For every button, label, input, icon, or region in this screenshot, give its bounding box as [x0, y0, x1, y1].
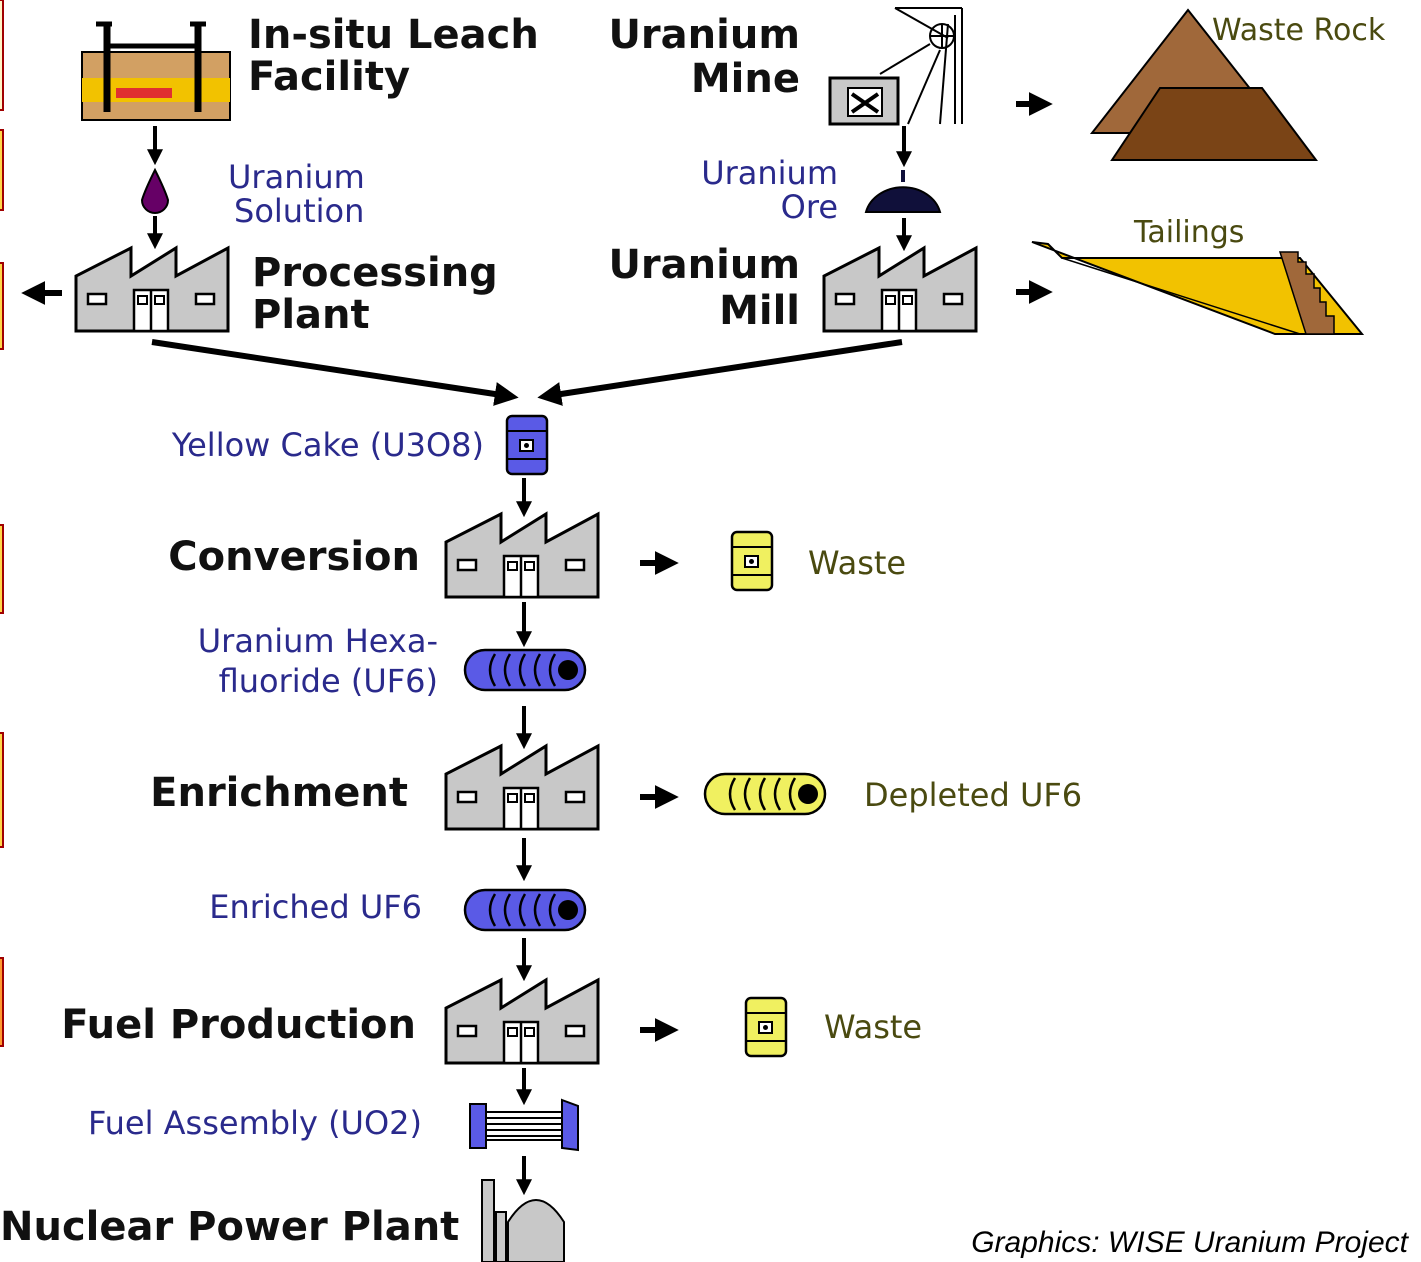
- product-ore-1: Uranium: [701, 154, 838, 192]
- fuel-production-plant-icon: [444, 978, 600, 1065]
- stage-label-mine-2: Mine: [691, 56, 800, 102]
- stage-label-fuel-production: Fuel Production: [61, 1002, 416, 1048]
- conversion-waste-label: Waste: [808, 544, 906, 582]
- product-uf6-1: Uranium Hexa-: [198, 622, 438, 660]
- left-edge-boxes: [0, 0, 4, 1047]
- graphics-credit: Graphics: WISE Uranium Project: [971, 1226, 1409, 1259]
- insitu-leach-icon: [81, 21, 231, 121]
- arrow-plant-to-yellowcake: [151, 339, 519, 406]
- fuel-waste-label: Waste: [824, 1008, 922, 1046]
- conversion-plant-icon: [444, 512, 600, 599]
- product-solution-1: Uranium: [228, 158, 365, 196]
- mine-headframe-icon: [828, 7, 963, 126]
- product-fuel-assembly: Fuel Assembly (UO2): [88, 1104, 422, 1142]
- yellow-cake-barrel-icon: [505, 414, 549, 476]
- processing-plant-icon: [74, 246, 230, 333]
- product-enriched-uf6: Enriched UF6: [209, 888, 422, 926]
- stage-label-enrichment: Enrichment: [150, 770, 408, 816]
- nuclear-power-plant-icon: [481, 1179, 565, 1262]
- uf6-cylinder-icon: [463, 648, 587, 692]
- depleted-uf6-label: Depleted UF6: [864, 776, 1082, 814]
- waste-rock-pile: [1089, 8, 1318, 161]
- stage-label-insitu-1: In-situ Leach: [248, 12, 539, 58]
- product-solution-2: Solution: [234, 192, 364, 230]
- tailings-pond: [1031, 241, 1365, 335]
- stage-label-mill-1: Uranium: [608, 242, 800, 288]
- fuel-waste-barrel-icon: [744, 996, 788, 1058]
- enriched-uf6-cylinder-icon: [463, 888, 587, 932]
- product-uf6-2: fluoride (UF6): [219, 662, 438, 700]
- stage-label-mine-1: Uranium: [608, 12, 800, 58]
- stage-label-npp: Nuclear Power Plant: [0, 1204, 459, 1250]
- uranium-ore-pile: [864, 186, 942, 213]
- stage-label-conversion: Conversion: [168, 534, 420, 580]
- stage-label-processing-1: Processing: [252, 250, 498, 296]
- fuel-assembly-icon: [469, 1098, 579, 1152]
- stage-label-processing-2: Plant: [252, 292, 370, 338]
- arrow-mill-to-yellowcake: [537, 339, 903, 406]
- waste-rock-label: Waste Rock: [1212, 13, 1386, 48]
- uranium-mill-icon: [822, 246, 978, 333]
- stage-label-mill-2: Mill: [719, 288, 800, 334]
- enrichment-plant-icon: [444, 744, 600, 831]
- tailings-label: Tailings: [1133, 215, 1244, 250]
- conversion-waste-barrel-icon: [730, 530, 774, 592]
- uranium-solution-drop: [140, 167, 170, 214]
- product-ore-2: Ore: [781, 188, 838, 226]
- stage-label-insitu-2: Facility: [248, 54, 410, 100]
- depleted-uf6-cylinder-icon: [703, 772, 827, 816]
- product-yellow-cake: Yellow Cake (U3O8): [171, 426, 484, 464]
